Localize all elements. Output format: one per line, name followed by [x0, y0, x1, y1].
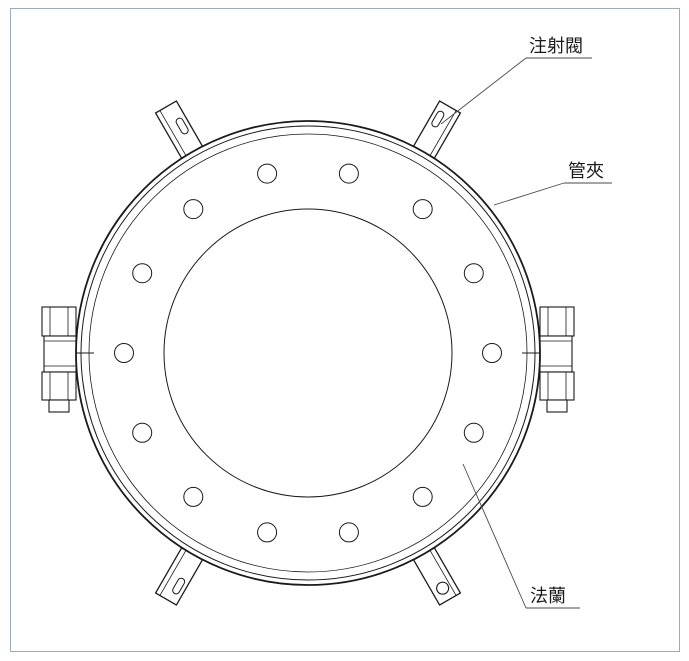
- bolt-hole: [257, 522, 278, 543]
- bolt-hole: [338, 522, 359, 543]
- clamp-ear: [539, 335, 573, 373]
- leader-line: [462, 463, 527, 609]
- bolt-hole: [183, 486, 204, 507]
- bolt-hole: [412, 486, 433, 507]
- clamp-ear: [43, 335, 77, 373]
- hex-nut: [539, 371, 575, 401]
- bolt-hole-circle: [114, 163, 502, 543]
- clamp-bolt-right: [539, 306, 575, 413]
- bolt-hole: [463, 422, 484, 443]
- bolt-hole: [132, 263, 153, 284]
- label-text: 注射閥: [529, 36, 583, 57]
- bolt-hole: [463, 263, 484, 284]
- valve-slot: [431, 110, 445, 128]
- label-text: 法蘭: [530, 586, 566, 607]
- bolt-hole: [412, 199, 433, 220]
- valve-port: [436, 581, 450, 595]
- bolt-hole: [114, 343, 134, 363]
- valve-slot: [175, 117, 189, 135]
- hex-nut: [539, 306, 575, 337]
- hex-nut: [41, 306, 77, 337]
- bolt-hole: [183, 199, 204, 220]
- bolt-end: [546, 399, 568, 413]
- leader-line: [440, 57, 527, 125]
- label-text: 管夾: [568, 161, 604, 182]
- label-pipe-clamp: 管夾: [493, 161, 612, 206]
- bolt-hole: [257, 163, 278, 184]
- valve-slot: [172, 577, 186, 595]
- label-flange: 法蘭: [462, 463, 580, 609]
- label-injection-valve: 注射閥: [440, 36, 592, 125]
- bolt-hole: [338, 163, 359, 184]
- flange-bore: [163, 208, 453, 498]
- injection-valve-lug-lower-right: [412, 547, 462, 606]
- leader-line: [493, 182, 565, 206]
- bolt-end: [48, 399, 70, 413]
- pipe-clamp-outer-ring: [75, 120, 541, 586]
- hex-nut: [41, 371, 77, 401]
- bolt-hole: [482, 343, 502, 363]
- clamp-bolt-left: [41, 306, 77, 413]
- bolt-hole: [132, 422, 153, 443]
